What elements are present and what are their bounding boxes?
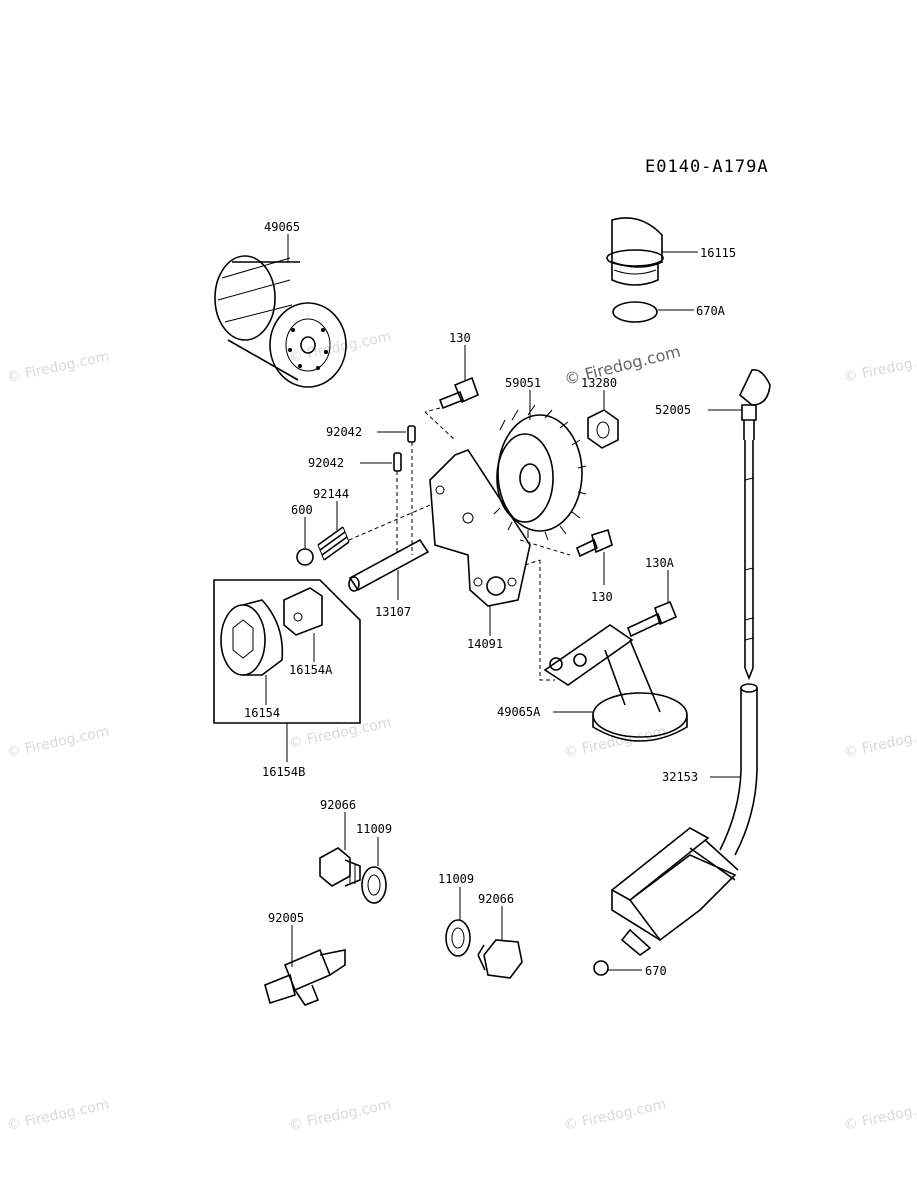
oil-filler-cap-drawing	[606, 217, 664, 323]
dipstick-drawing	[739, 368, 771, 681]
watermark: © Firedog.com	[843, 1097, 917, 1134]
part-label: 49065A	[497, 705, 541, 719]
part-label: 16115	[700, 246, 736, 260]
part-label: 92066	[320, 798, 356, 812]
part-label: 11009	[438, 872, 474, 886]
watermark: © Firedog.com	[843, 349, 917, 386]
part-label: 13280	[581, 376, 617, 390]
o-ring-670-drawing	[593, 960, 609, 976]
oil-pipe-drawing	[610, 683, 758, 957]
part-label: 16154	[244, 706, 280, 720]
part-label: 130A	[645, 556, 675, 570]
drain-plug-left-drawing	[319, 847, 387, 904]
watermark: © Firedog.com	[6, 1097, 111, 1134]
part-label: 92042	[326, 425, 362, 439]
part-label: 600	[291, 503, 313, 517]
part-label: 16154A	[289, 663, 333, 677]
watermark: © Firedog.com	[6, 349, 111, 386]
fitting-92005-drawing	[264, 948, 346, 1006]
part-label: 52005	[655, 403, 691, 417]
oil-filter-drawing	[214, 255, 347, 388]
watermark: © Firedog.com	[563, 1097, 668, 1134]
watermark: © Firedog.com	[288, 1097, 393, 1134]
part-labels: 49065 16115 670A 130 59051 13280 52005 9…	[244, 220, 736, 978]
bolt-130-lower-drawing	[575, 528, 613, 558]
part-label: 670	[645, 964, 667, 978]
watermarks: © Firedog.com © Firedog.com © Firedog.co…	[6, 329, 917, 1134]
bolt-130-upper-drawing	[438, 376, 480, 410]
part-label: 49065	[264, 220, 300, 234]
part-label: 670A	[696, 304, 726, 318]
watermark: © Firedog.com	[563, 724, 668, 761]
drain-plug-right-drawing	[445, 919, 523, 979]
part-label: 130	[591, 590, 613, 604]
diagram-code: E0140-A179A	[645, 157, 769, 177]
part-label: 11009	[356, 822, 392, 836]
part-label: 92066	[478, 892, 514, 906]
pump-plate-14091-drawing	[429, 449, 531, 607]
relief-valve-group-drawing	[213, 579, 361, 724]
watermark: © Firedog.com	[288, 715, 393, 752]
part-label: 14091	[467, 637, 503, 651]
part-label: 92144	[313, 487, 349, 501]
part-label: 92042	[308, 456, 344, 470]
oil-pump-gear-drawing	[493, 404, 587, 541]
nut-13280-drawing	[587, 409, 619, 449]
part-label: 130	[449, 331, 471, 345]
part-label: 13107	[375, 605, 411, 619]
oil-strainer-drawing	[524, 559, 688, 742]
bolt-130A-drawing	[626, 600, 678, 638]
watermark: © Firedog.com	[288, 329, 393, 366]
part-label: 59051	[505, 376, 541, 390]
watermark: © Firedog.com	[6, 724, 111, 761]
shaft-13107-drawing	[348, 538, 430, 592]
ball-600-drawing	[296, 548, 314, 566]
watermark: © Firedog.com	[843, 724, 917, 761]
part-label: 92005	[268, 911, 304, 925]
spring-92144-drawing	[317, 526, 350, 561]
part-label: 32153	[662, 770, 698, 784]
part-label: 16154B	[262, 765, 305, 779]
